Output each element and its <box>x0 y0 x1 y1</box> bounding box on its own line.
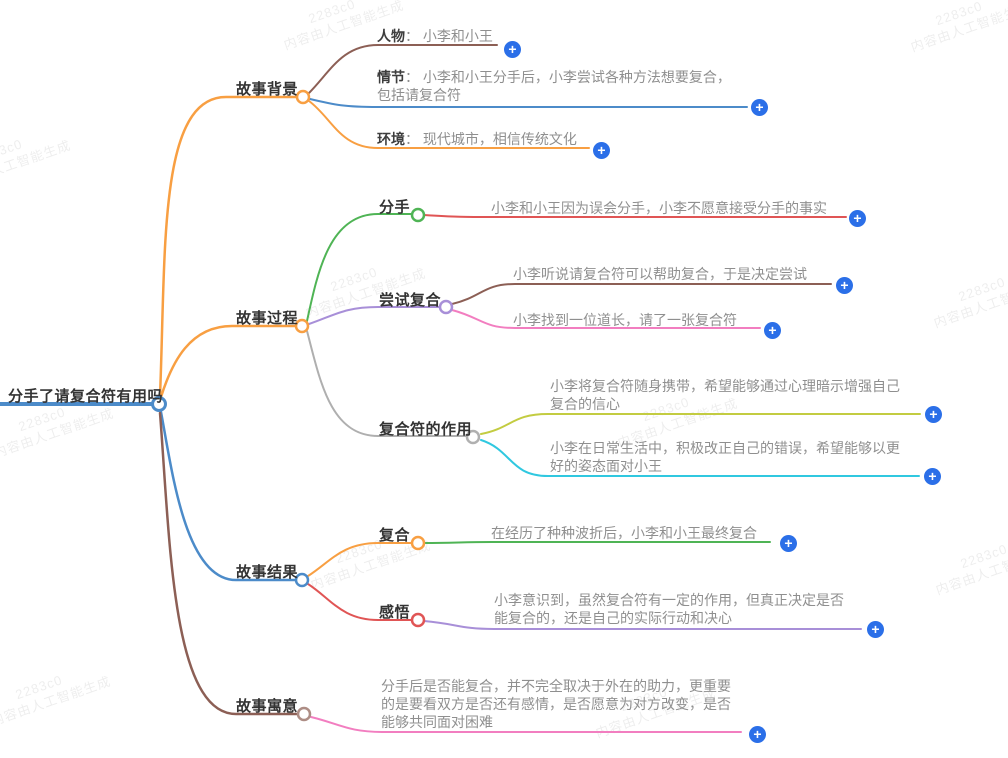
leaf-text: 小李将复合符随身携带，希望能够通过心理暗示增强自己复合的信心 <box>550 378 900 412</box>
node-plot[interactable]: 情节： 小李和小王分手后，小李尝试各种方法想要复合，包括请复合符 <box>377 68 733 104</box>
leaf-moral-detail[interactable]: 分手后是否能复合，并不完全取决于外在的助力，更重要的是要看双方是否还有感情，是否… <box>381 677 737 731</box>
expand-button-moral-leaf[interactable]: + <box>749 726 766 743</box>
node-realization[interactable]: 感悟 <box>379 604 411 621</box>
edge-background-to-huanjing <box>308 100 590 149</box>
leaf-heard-talisman[interactable]: 小李听说请复合符可以帮助复合，于是决定尝试 <box>513 265 807 283</box>
background-node-toggle[interactable] <box>295 89 311 105</box>
root-node[interactable]: 分手了请复合符有用吗 <box>8 388 164 405</box>
expand-button-ganwu-leaf[interactable]: + <box>867 621 884 638</box>
leaf-finally-reconciled[interactable]: 在经历了种种波折后，小李和小王最终复合 <box>491 524 757 542</box>
edge-result-to-fuhe <box>307 542 412 577</box>
fuhefu-node-toggle[interactable] <box>465 429 481 445</box>
node-story-process[interactable]: 故事过程 <box>236 310 299 327</box>
node-story-result[interactable]: 故事结果 <box>236 564 299 581</box>
leaf-carry-talisman[interactable]: 小李将复合符随身携带，希望能够通过心理暗示增强自己复合的信心 <box>550 377 906 413</box>
edge-ganwu-leaf <box>423 620 862 630</box>
edge-fenshou-leaf <box>423 214 847 218</box>
attr-label: 环境 <box>377 131 405 147</box>
edge-root-to-background <box>158 95 298 398</box>
expand-button-changshi-leaf2[interactable]: + <box>764 322 781 339</box>
edge-moral-leaf <box>310 716 742 733</box>
edge-fuhe-leaf <box>423 541 771 544</box>
process-node-toggle[interactable] <box>294 318 310 334</box>
edge-fuhefu-leaf1 <box>480 413 921 435</box>
node-environment[interactable]: 环境： 现代城市，相信传统文化 <box>377 130 577 148</box>
fenshou-node-toggle[interactable] <box>410 207 426 223</box>
expand-button-renwu[interactable]: + <box>504 41 521 58</box>
leaf-text: 小李在日常生活中，积极改正自己的错误，希望能够以更好的姿态面对小王 <box>550 440 900 474</box>
leaf-text: 小李找到一位道长，请了一张复合符 <box>513 312 737 328</box>
result-node-toggle[interactable] <box>294 572 310 588</box>
attr-desc: ： 小李和小王 <box>405 28 493 44</box>
edge-process-to-changshi <box>308 306 441 325</box>
node-reconciled[interactable]: 复合 <box>379 527 411 544</box>
edge-background-to-renwu <box>308 44 498 94</box>
moral-node-toggle[interactable] <box>296 706 312 722</box>
attr-desc: ： 现代城市，相信传统文化 <box>405 131 577 147</box>
edge-changshi-leaf1 <box>451 283 832 305</box>
expand-button-fenshou-leaf[interactable]: + <box>849 210 866 227</box>
leaf-improve-self[interactable]: 小李在日常生活中，积极改正自己的错误，希望能够以更好的姿态面对小王 <box>550 439 906 475</box>
leaf-text: 小李听说请复合符可以帮助复合，于是决定尝试 <box>513 266 807 282</box>
node-story-moral[interactable]: 故事寓意 <box>236 698 299 715</box>
leaf-text: 小李意识到，虽然复合符有一定的作用，但真正决定是否能复合的，还是自己的实际行动和… <box>494 592 844 626</box>
expand-button-fuhe-leaf[interactable]: + <box>780 535 797 552</box>
leaf-found-taoist[interactable]: 小李找到一位道长，请了一张复合符 <box>513 311 737 329</box>
node-breakup[interactable]: 分手 <box>379 199 411 216</box>
edge-changshi-leaf2 <box>451 309 761 329</box>
expand-button-fuhefu-leaf2[interactable]: + <box>924 468 941 485</box>
node-story-background[interactable]: 故事背景 <box>236 81 299 98</box>
node-characters[interactable]: 人物： 小李和小王 <box>377 27 493 45</box>
expand-button-fuhefu-leaf1[interactable]: + <box>925 406 942 423</box>
attr-desc: ： 小李和小王分手后，小李尝试各种方法想要复合，包括请复合符 <box>377 69 731 103</box>
leaf-text: 分手后是否能复合，并不完全取决于外在的助力，更重要的是要看双方是否还有感情，是否… <box>381 678 731 730</box>
edge-process-to-fenshou <box>306 213 412 322</box>
edge-root-to-process <box>159 324 297 399</box>
leaf-breakup-detail[interactable]: 小李和小王因为误会分手，小李不愿意接受分手的事实 <box>491 199 827 217</box>
expand-button-huanjing[interactable]: + <box>593 142 610 159</box>
root-node-toggle[interactable] <box>151 396 167 412</box>
edge-root-to-result <box>159 410 298 582</box>
attr-label: 人物 <box>377 28 405 44</box>
ganwu-node-toggle[interactable] <box>410 612 426 628</box>
attr-label: 情节 <box>377 69 405 85</box>
edge-background-to-qingjie <box>309 98 748 108</box>
edge-result-to-ganwu <box>307 583 412 621</box>
fuhe-node-toggle[interactable] <box>410 535 426 551</box>
expand-button-qingjie[interactable]: + <box>751 99 768 116</box>
leaf-text: 小李和小王因为误会分手，小李不愿意接受分手的事实 <box>491 200 827 216</box>
node-try-reconcile[interactable]: 尝试复合 <box>379 292 442 309</box>
node-talisman-role[interactable]: 复合符的作用 <box>379 421 473 438</box>
edge-process-to-fuhefu <box>306 330 467 437</box>
edge-root-to-moral <box>158 411 299 716</box>
changshi-node-toggle[interactable] <box>438 299 454 315</box>
expand-button-changshi-leaf1[interactable]: + <box>836 277 853 294</box>
leaf-text: 在经历了种种波折后，小李和小王最终复合 <box>491 525 757 541</box>
edge-fuhefu-leaf2 <box>480 439 920 477</box>
leaf-realization-detail[interactable]: 小李意识到，虽然复合符有一定的作用，但真正决定是否能复合的，还是自己的实际行动和… <box>494 591 850 627</box>
